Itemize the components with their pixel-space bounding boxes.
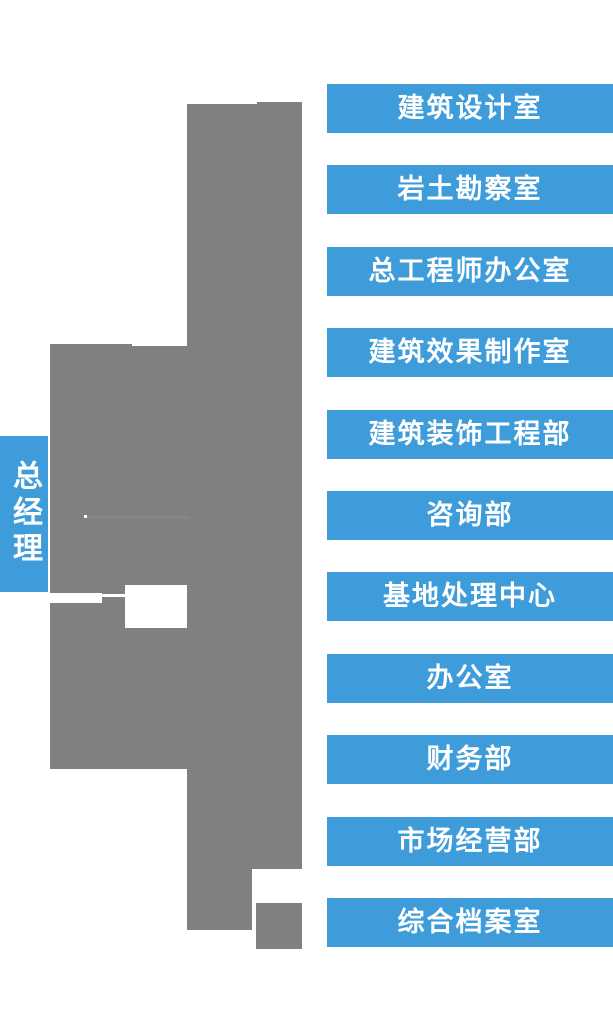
connector-trunk-top-strip (257, 102, 302, 104)
department-label: 建筑设计室 (397, 93, 543, 124)
department-node: 建筑效果制作室 (327, 328, 613, 377)
cutout-dot (84, 515, 87, 518)
connector-trunk-lower-left (187, 869, 252, 930)
department-node: 建筑装饰工程部 (327, 410, 613, 459)
department-label: 办公室 (426, 663, 514, 694)
connector-faint-line (87, 516, 190, 519)
department-label: 基地处理中心 (383, 581, 557, 612)
connector-left-block (50, 346, 187, 769)
department-node: 基地处理中心 (327, 572, 613, 621)
department-label: 财务部 (426, 744, 514, 775)
connector-trunk (187, 104, 302, 869)
department-node: 综合档案室 (327, 898, 613, 947)
department-label: 综合档案室 (397, 907, 543, 938)
cutout-node-box (125, 585, 187, 628)
department-node: 市场经营部 (327, 817, 613, 866)
department-label: 建筑效果制作室 (368, 337, 572, 368)
connector-left-top-strip (50, 344, 132, 346)
department-node: 总工程师办公室 (327, 247, 613, 296)
department-node: 建筑设计室 (327, 84, 613, 133)
department-node: 咨询部 (327, 491, 613, 540)
department-label: 咨询部 (426, 500, 514, 531)
general-manager-label: 总经理 (7, 460, 42, 568)
department-label: 建筑装饰工程部 (368, 419, 572, 450)
general-manager-node: 总经理 (0, 436, 48, 592)
connector-trunk-lower-right (256, 903, 302, 949)
cutout-connector-line (102, 594, 126, 597)
cutout-connector-strip (49, 593, 102, 603)
department-label: 总工程师办公室 (368, 256, 572, 287)
department-node: 办公室 (327, 654, 613, 703)
department-label: 岩土勘察室 (397, 174, 543, 205)
department-node: 岩土勘察室 (327, 165, 613, 214)
department-label: 市场经营部 (397, 826, 543, 857)
department-node: 财务部 (327, 735, 613, 784)
